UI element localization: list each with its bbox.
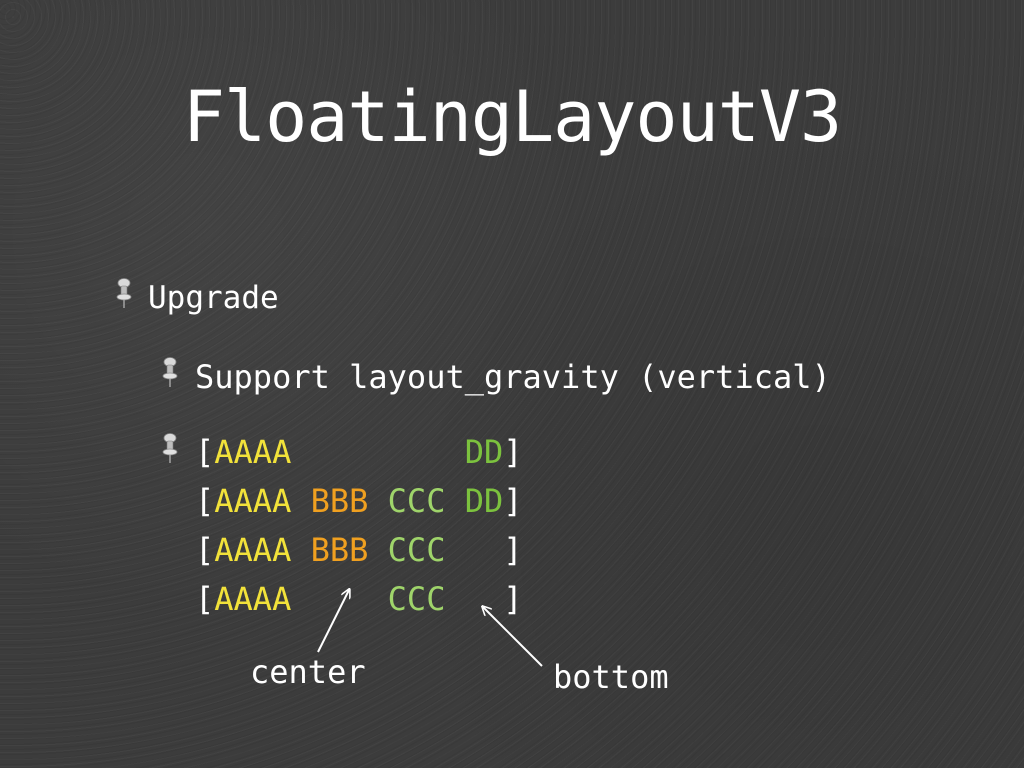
bullet-support-layout-gravity: Support layout_gravity (vertical) (195, 358, 831, 396)
pushpin-icon (162, 357, 178, 387)
bullet-upgrade: Upgrade (148, 280, 279, 316)
code-token: BBB (310, 482, 369, 520)
code-token: CCC (387, 580, 446, 618)
code-token: ] (503, 580, 523, 618)
layout-diagram-code: [AAAA DD][AAAA BBB CCC DD][AAAA BBB CCC … (195, 428, 523, 624)
code-token: CCC (387, 482, 446, 520)
pushpin-icon (162, 433, 178, 463)
code-token (445, 482, 464, 520)
code-token: AAAA (214, 433, 292, 471)
annotation-center: center (250, 653, 366, 691)
pushpin-icon (116, 278, 132, 308)
code-token (445, 580, 503, 618)
code-token: CCC (387, 531, 446, 569)
code-token: AAAA (214, 531, 292, 569)
code-token: AAAA (214, 580, 292, 618)
code-token (291, 482, 310, 520)
code-token: DD (464, 433, 504, 471)
code-token: BBB (310, 531, 369, 569)
code-token (291, 580, 387, 618)
annotation-bottom: bottom (553, 658, 669, 696)
code-token: [ (195, 531, 215, 569)
code-line: [AAAA CCC ] (195, 575, 523, 624)
code-line: [AAAA BBB CCC DD] (195, 477, 523, 526)
code-token: DD (464, 482, 504, 520)
slide-title: FloatingLayoutV3 (182, 76, 842, 158)
code-token: ] (503, 482, 523, 520)
code-token (368, 531, 387, 569)
code-token: ] (503, 531, 523, 569)
code-token: [ (195, 580, 215, 618)
code-token (368, 482, 387, 520)
code-token: ] (503, 433, 523, 471)
code-line: [AAAA BBB CCC ] (195, 526, 523, 575)
code-token (445, 531, 503, 569)
code-token: [ (195, 482, 215, 520)
code-token (291, 433, 464, 471)
code-line: [AAAA DD] (195, 428, 523, 477)
code-token: [ (195, 433, 215, 471)
code-token: AAAA (214, 482, 292, 520)
code-token (291, 531, 310, 569)
